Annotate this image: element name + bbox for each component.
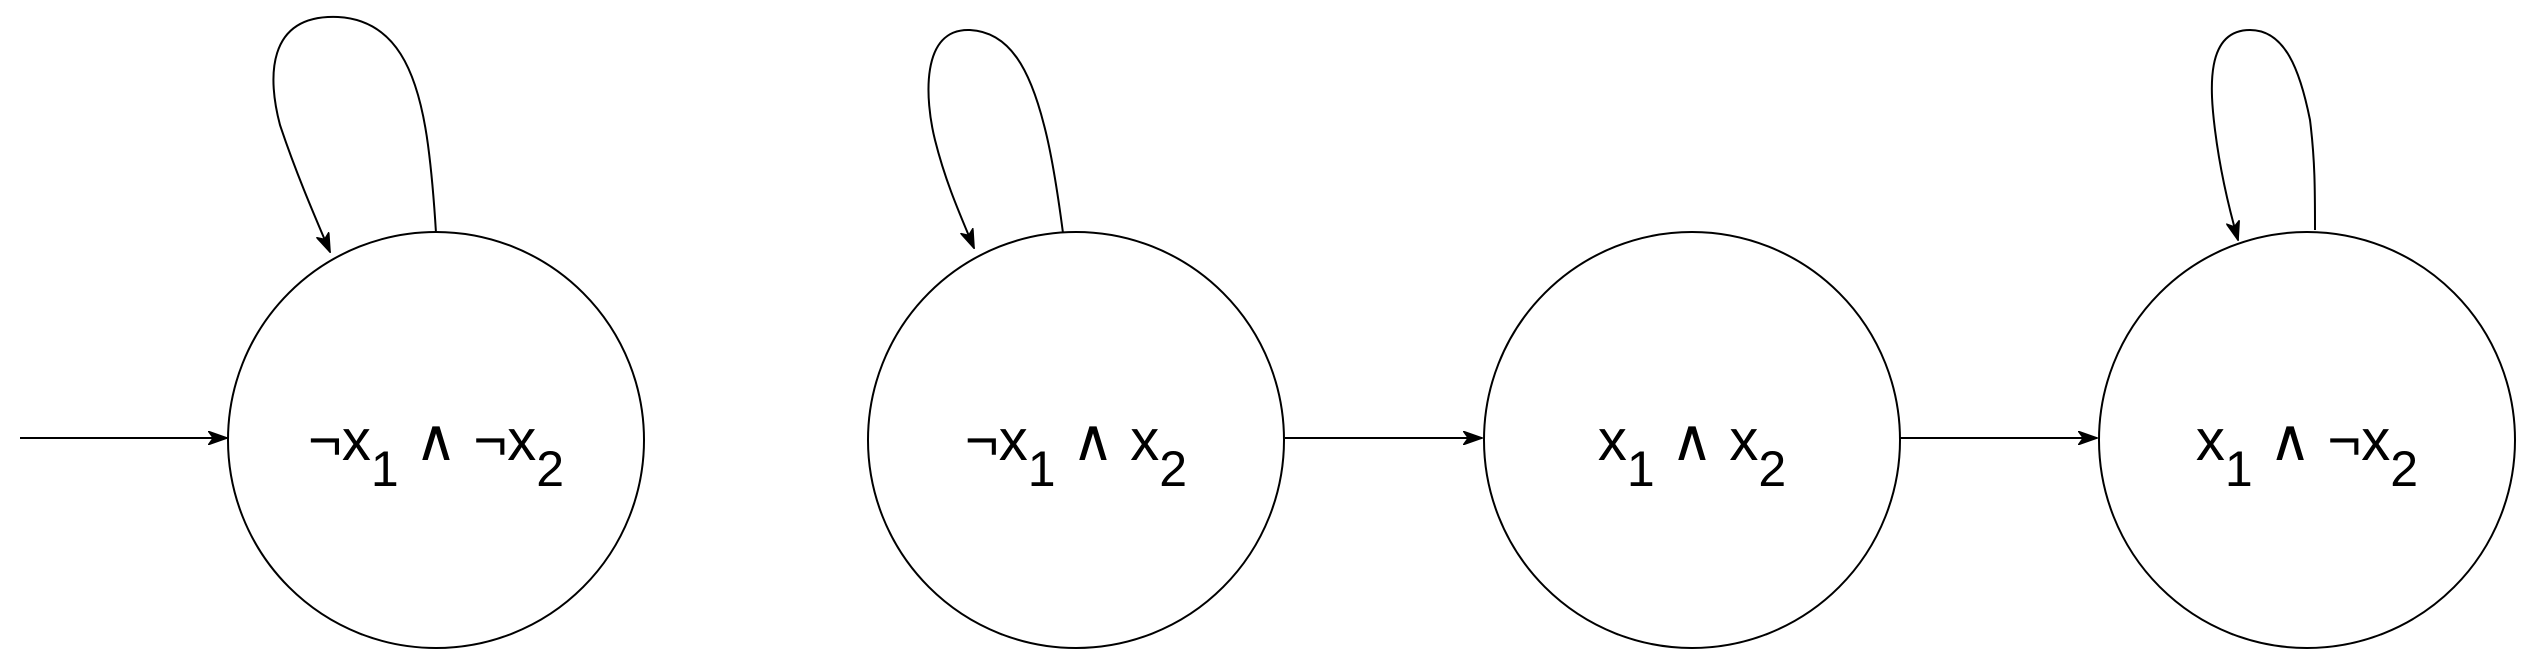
label-subscript: 2 <box>1159 441 1187 497</box>
state-s2: ¬x1 ∧ x2 <box>867 231 1285 649</box>
self-loop-s1 <box>272 15 437 252</box>
state-label: x1 ∧ x2 <box>1598 408 1786 497</box>
state-s4: x1 ∧ ¬x2 <box>2098 231 2516 649</box>
self-loop-s4 <box>2210 28 2316 240</box>
label-subscript: 1 <box>1627 441 1655 497</box>
label-text: x <box>2196 408 2225 473</box>
label-subscript: 2 <box>536 441 564 497</box>
label-subscript: 1 <box>371 441 399 497</box>
label-text: x <box>1598 408 1627 473</box>
label-text: ∧ x <box>1655 408 1759 473</box>
label-text: ¬x <box>308 408 371 473</box>
state-s3: x1 ∧ x2 <box>1483 231 1901 649</box>
label-subscript: 2 <box>1758 441 1786 497</box>
label-text: ∧ x <box>1056 408 1160 473</box>
label-text: ∧ ¬x <box>399 408 537 473</box>
label-subscript: 2 <box>2390 441 2418 497</box>
label-text: ¬x <box>965 408 1028 473</box>
label-subscript: 1 <box>2225 441 2253 497</box>
label-text: ∧ ¬x <box>2253 408 2391 473</box>
state-label: ¬x1 ∧ x2 <box>965 408 1187 497</box>
state-s1: ¬x1 ∧ ¬x2 <box>227 231 645 649</box>
label-subscript: 1 <box>1028 441 1056 497</box>
state-label: x1 ∧ ¬x2 <box>2196 408 2418 497</box>
self-loop-s2 <box>927 28 1064 248</box>
state-label: ¬x1 ∧ ¬x2 <box>308 408 564 497</box>
